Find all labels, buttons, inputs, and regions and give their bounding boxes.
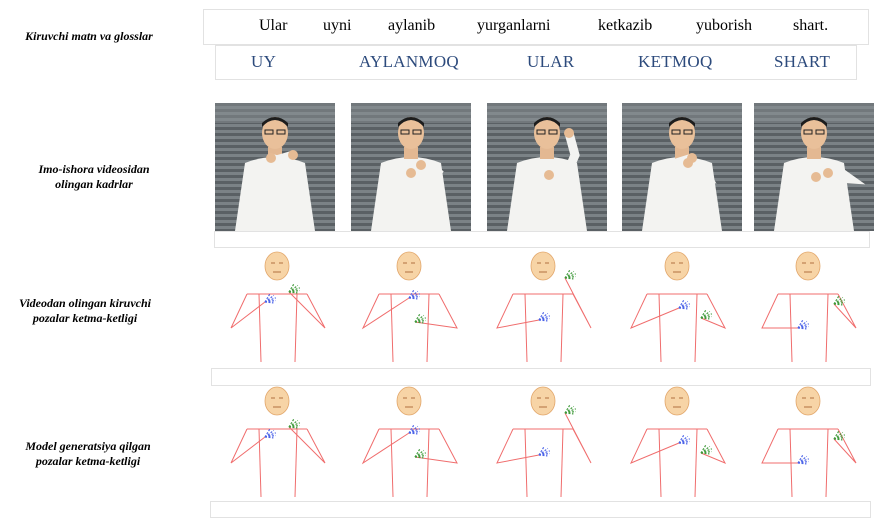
gloss-label: ULAR [527, 52, 575, 71]
pose-skeleton [349, 250, 469, 370]
video-frame [351, 103, 471, 231]
sentence-panel [203, 9, 869, 45]
sentence-word: ketkazib [598, 17, 653, 34]
row-label-frames: Imo-ishora videosidan olingan kadrlar [38, 162, 150, 191]
gloss-label: UY [251, 52, 277, 71]
sentence-word: shart. [793, 17, 829, 34]
video-frame [215, 103, 335, 231]
gloss-panel [215, 45, 857, 80]
pose-skeleton [349, 385, 469, 505]
gloss-label: KETMOQ [638, 52, 713, 71]
video-frame [754, 103, 874, 231]
pose-skeleton [217, 385, 337, 505]
gloss-label: AYLANMOQ [359, 52, 460, 71]
input-poses-panel [211, 368, 871, 386]
pose-skeleton [617, 250, 737, 370]
pose-skeleton [217, 250, 337, 370]
video-frame [622, 103, 742, 231]
sentence-word: uyni [323, 17, 352, 34]
pose-skeleton [748, 385, 868, 505]
gloss-label: SHART [774, 52, 831, 71]
frames-panel [214, 231, 870, 248]
sentence-word: aylanib [388, 17, 436, 34]
video-frame [487, 103, 607, 231]
pose-skeleton [483, 385, 603, 505]
pose-skeleton [483, 250, 603, 370]
row-label-input: Kiruvchi matn va glosslar [25, 29, 153, 43]
pose-skeleton [748, 250, 868, 370]
row-label-generated-poses: Model generatsiya qilgan pozalar ketma-k… [25, 439, 151, 468]
row-label-input-poses: Videodan olingan kiruvchi pozalar ketma-… [18, 296, 152, 325]
sentence-word: yuborish [696, 17, 752, 34]
sentence-word: yurganlarni [477, 17, 551, 34]
pose-skeleton [617, 385, 737, 505]
sentence-word: Ular [259, 17, 288, 34]
